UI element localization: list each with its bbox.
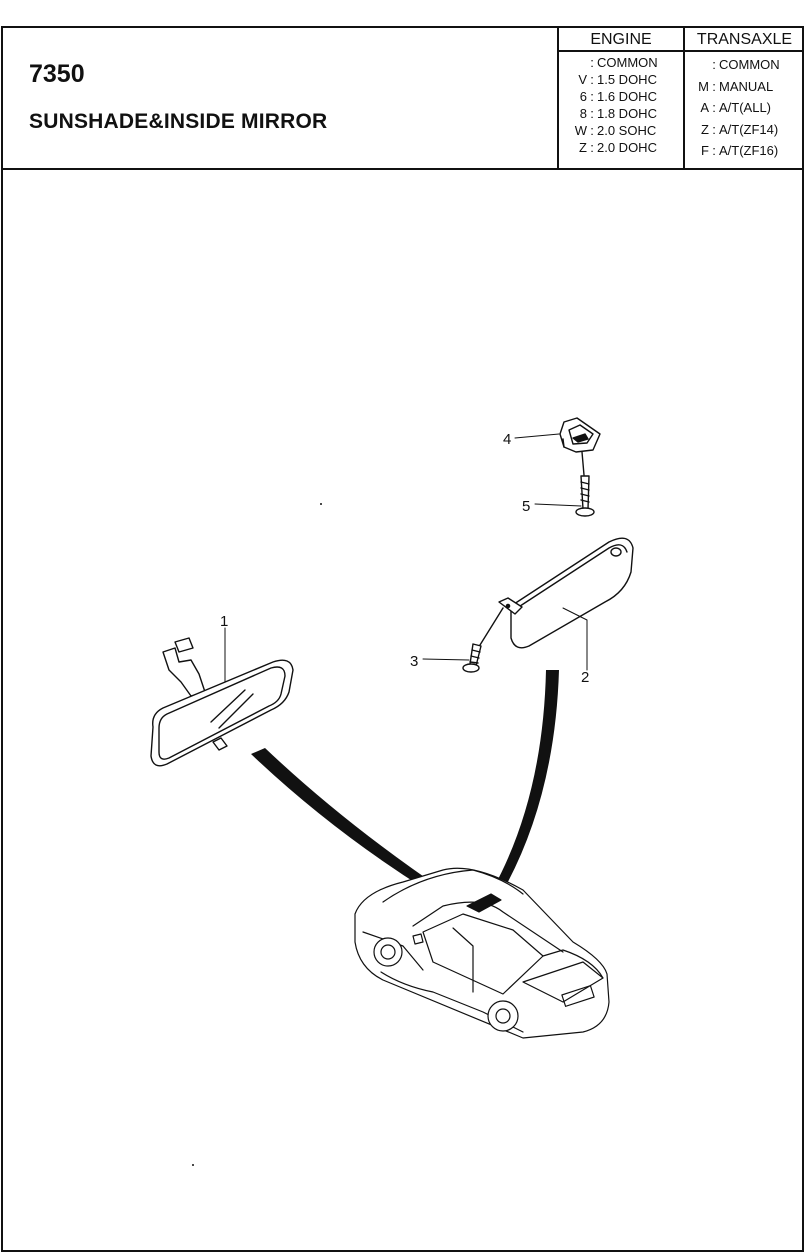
callout-5: 5 [522,498,530,515]
transaxle-row: M:MANUAL [698,78,774,94]
sunvisor-clip-part [559,417,601,476]
part-code: 7350 [29,60,85,88]
screw-part-3 [462,643,482,673]
callout-2: 2 [581,669,589,686]
engine-row: 6:1.6 DOHC [579,89,657,104]
callout-4: 4 [503,431,511,448]
car-outline [354,867,610,1039]
transaxle-row: F:A/T(ZF16) [701,143,779,158]
transaxle-row: :COMMON [712,57,780,72]
engine-header: ENGINE [559,28,683,52]
page-title: SUNSHADE&INSIDE MIRROR [29,110,328,133]
engine-row: W:2.0 SOHC [574,123,657,138]
engine-row: :COMMON [590,55,658,70]
transaxle-header: TRANSAXLE [685,28,804,52]
screw-part-5 [575,475,595,517]
transaxle-row: Z:A/T(ZF14) [701,121,779,137]
callout-1: 1 [220,613,228,630]
engine-row: 8:1.8 DOHC [579,106,657,121]
transaxle-legend: TRANSAXLE :COMMON M:MANUAL A:A/T(ALL) Z:… [683,28,804,168]
transaxle-row: A:A/T(ALL) [700,100,772,115]
inside-mirror-part [150,637,294,767]
sunvisor-part [479,537,634,649]
mirror-pointer-band [251,748,443,894]
speck [320,503,322,505]
engine-row: V:1.5 DOHC [578,72,657,87]
sunvisor-pointer-band [489,670,559,898]
engine-legend: ENGINE :COMMON V:1.5 DOHC 6:1.6 DOHC 8:1… [557,28,683,168]
diagram-frame: 7350 SUNSHADE&INSIDE MIRROR ENGINE :COMM… [1,26,804,1252]
callout-3: 3 [410,653,418,670]
callout-leaders [224,433,588,683]
engine-row: Z:2.0 DOHC [579,140,657,155]
speck [192,1164,194,1166]
title-block: 7350 SUNSHADE&INSIDE MIRROR ENGINE :COMM… [3,28,804,170]
exploded-parts-diagram: 4 5 3 1 2 [150,417,634,1166]
